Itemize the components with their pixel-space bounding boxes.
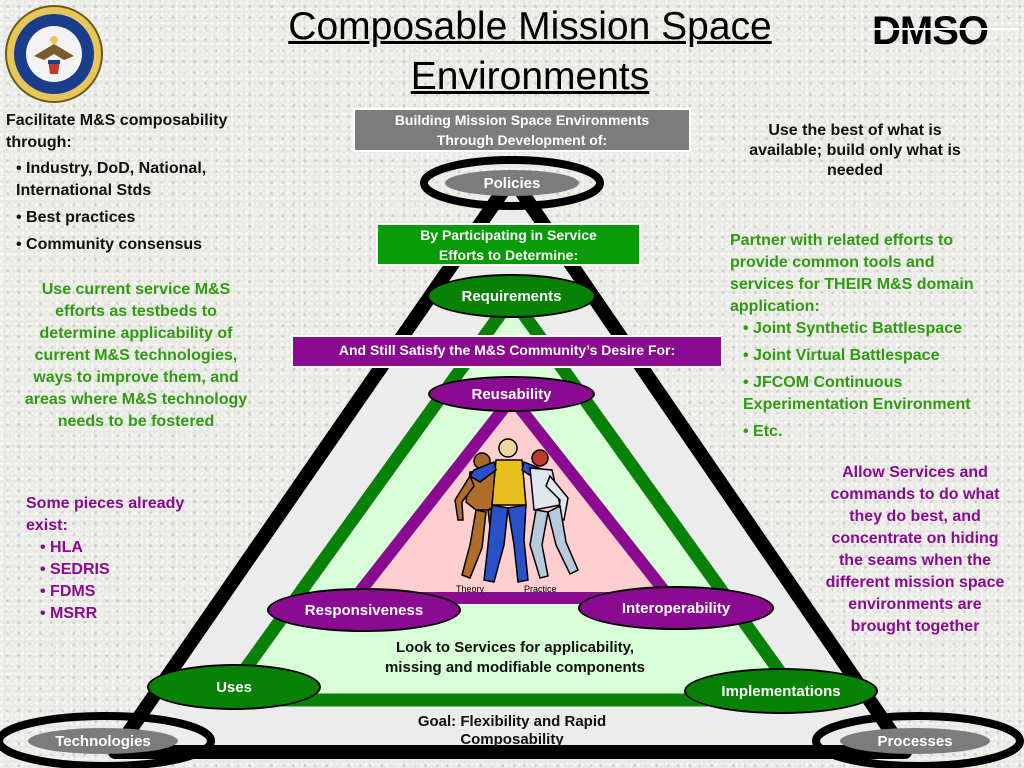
right-top-block: Use the best of what is available; build… (720, 121, 990, 181)
node-requirements: Requirements (427, 274, 596, 318)
list-item: Joint Virtual Battlespace (743, 345, 1022, 367)
title-line-1: Composable Mission Space (288, 5, 772, 48)
list-item: Industry, DoD, National,International St… (16, 158, 276, 202)
right-purple-block: Allow Services and commands to do what t… (808, 462, 1022, 638)
right-purple-line: different mission space (825, 574, 1005, 591)
right-purple-line: brought together (850, 618, 980, 635)
list-item: Best practices (16, 207, 276, 229)
inner-text-line-2: missing and modifiable components (384, 659, 646, 676)
right-purple-line: they do best, and (849, 508, 981, 525)
left-top-block: Facilitate M&S composability through: In… (6, 110, 276, 256)
theory-label: Theory (456, 584, 485, 594)
right-purple-line: commands to do what (830, 486, 1000, 503)
right-green-line: services for THEIR M&S domain (730, 276, 974, 293)
header-box-line-1: Building Mission Space Environments (394, 112, 650, 128)
goal-line-1: Goal: Flexibility and Rapid (417, 713, 607, 730)
node-technologies: Technologies (28, 728, 178, 754)
page-title: Composable Mission Space Environments (180, 2, 880, 102)
left-green-block: Use current service M&S efforts as testb… (0, 279, 272, 433)
list-item: MSRR (40, 603, 246, 625)
people-figures-illustration (454, 438, 579, 583)
left-green-line: Use current service M&S (41, 281, 231, 298)
header-box-line-2: Through Development of: (436, 132, 608, 148)
left-top-heading-2: through: (6, 134, 72, 151)
right-green-line: application: (730, 298, 820, 315)
right-purple-line: environments are (848, 596, 982, 613)
right-top-line: needed (826, 162, 883, 179)
right-green-line: provide common tools and (730, 254, 935, 271)
list-item: SEDRIS (40, 559, 246, 581)
node-policies: Policies (445, 170, 579, 196)
right-top-line: Use the best of what is (768, 122, 942, 139)
left-green-line: areas where M&S technology (24, 391, 248, 408)
technologies-ring (0, 712, 215, 768)
left-purple-heading-2: exist: (26, 517, 68, 534)
title-line-2: Environments (410, 55, 650, 98)
left-top-heading-1: Facilitate M&S composability (6, 112, 228, 129)
goal-line-2: Composability (460, 731, 564, 748)
right-purple-line: the seams when the (838, 552, 992, 569)
left-green-line: ways to improve them, and (33, 369, 239, 386)
inner-text-line-1: Look to Services for applicability, (395, 639, 635, 656)
right-green-block: Partner with related efforts to provide … (730, 230, 1022, 443)
dmso-logo: DMSO (870, 9, 1020, 50)
list-item: FDMS (40, 581, 246, 603)
node-processes: Processes (840, 728, 990, 754)
left-purple-list: HLA SEDRIS FDMS MSRR (40, 537, 246, 625)
node-uses: Uses (147, 664, 321, 710)
right-green-list: Joint Synthetic Battlespace Joint Virtua… (743, 318, 1022, 443)
right-purple-line: Allow Services and (842, 464, 988, 481)
node-interoperability: Interoperability (578, 586, 774, 630)
left-top-list: Industry, DoD, National,International St… (16, 158, 276, 256)
dod-seal-logo (5, 5, 103, 103)
policies-ring (420, 156, 604, 210)
left-purple-heading-1: Some pieces already (26, 495, 185, 512)
left-green-line: current M&S technologies, (34, 347, 238, 364)
right-purple-line: concentrate on hiding (831, 530, 999, 547)
list-item: Etc. (743, 421, 1022, 443)
node-reusability: Reusability (428, 376, 595, 412)
participation-box-line-2: Efforts to Determine: (438, 247, 579, 263)
goal-text: Goal: Flexibility and Rapid Composabilit… (360, 713, 664, 749)
left-green-line: efforts as testbeds to (55, 303, 217, 320)
right-green-line: Partner with related efforts to (730, 232, 954, 249)
header-box: Building Mission Space Environments Thro… (353, 108, 691, 152)
node-responsiveness: Responsiveness (267, 588, 461, 632)
inner-triangle-text: Look to Services for applicability, miss… (330, 638, 700, 678)
practice-label: Practice (524, 584, 557, 594)
list-item: Joint Synthetic Battlespace (743, 318, 1022, 340)
community-desire-box: And Still Satisfy the M&S Community’s De… (291, 335, 723, 368)
list-item: Community consensus (16, 234, 276, 256)
participation-box-line-1: By Participating in Service (420, 227, 597, 243)
right-top-line: available; build only what is (749, 142, 961, 159)
participation-box: By Participating in Service Efforts to D… (376, 223, 641, 266)
list-item: HLA (40, 537, 246, 559)
left-purple-block: Some pieces already exist: HLA SEDRIS FD… (26, 493, 246, 625)
processes-ring (812, 712, 1024, 768)
left-green-line: determine applicability of (39, 325, 233, 342)
node-implementations: Implementations (684, 668, 878, 714)
left-green-line: needs to be fostered (57, 413, 215, 430)
